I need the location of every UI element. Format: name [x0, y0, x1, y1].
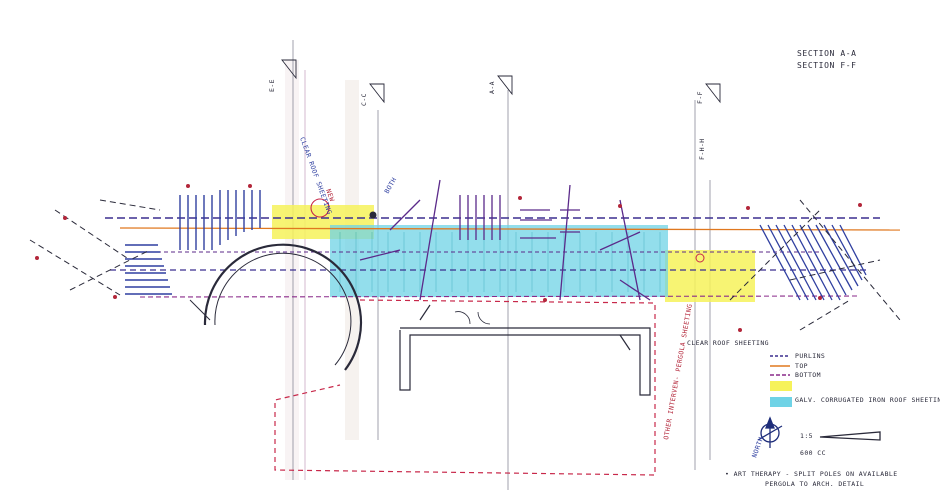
- legend-label-cyan: GALV. CORRUGATED IRON ROOF SHEETING: [795, 396, 940, 404]
- purlins-right: [759, 224, 867, 301]
- legend-label-purlin: PURLINS: [795, 352, 825, 360]
- circular-feature: [189, 243, 363, 371]
- section-mark-e: E-E: [268, 79, 276, 92]
- section-mark-labels: E-E C-C A-A F-F: [268, 79, 704, 106]
- section-titles: SECTION A-A SECTION F-F: [797, 49, 857, 70]
- radiating-dashes: [29, 199, 901, 331]
- north-arrow: NORTH: [750, 416, 783, 459]
- purlins-center: [359, 179, 651, 301]
- section-markers: [281, 59, 721, 104]
- footnote: • ART THERAPY - SPLIT POLES ON AVAILABLE…: [725, 470, 898, 488]
- column-posts: [35, 184, 862, 332]
- note-new: NEW: [324, 188, 336, 203]
- section-mark-c: C-C: [360, 93, 368, 106]
- legend: PURLINS TOP BOTTOM GALV. CORRUGATED IRON…: [770, 352, 940, 407]
- scale-ratio: 1:5: [800, 432, 813, 440]
- title-section-f: SECTION F-F: [797, 61, 857, 70]
- footnote-line-2: PERGOLA TO ARCH. DETAIL: [765, 480, 864, 488]
- note-right-vertical: F-H-H: [698, 138, 706, 160]
- scale: 1:5 600 CC: [800, 431, 881, 457]
- section-lines: [292, 40, 711, 490]
- legend-label-bottom: BOTTOM: [795, 371, 821, 379]
- note-vertical: OTHER INTERVEN- PERGOLA SHEETING: [662, 303, 694, 440]
- north-label: NORTH: [750, 436, 765, 459]
- footnote-line-1: • ART THERAPY - SPLIT POLES ON AVAILABLE: [725, 470, 898, 478]
- corrugated-iron-zone: [330, 225, 668, 297]
- building-walls: [399, 304, 651, 396]
- legend-label-top: TOP: [795, 362, 808, 370]
- note-clear-roof-top: CLEAR ROOF SHEETING: [298, 136, 334, 216]
- note-clear-roof-right: CLEAR ROOF SHEETING: [687, 339, 769, 347]
- legend-swatch-yellow: [770, 381, 792, 391]
- note-both: BOTH: [383, 176, 399, 195]
- title-section-a: SECTION A-A: [797, 49, 857, 58]
- purlins-left: [125, 190, 261, 295]
- section-mark-f: F-F: [696, 91, 704, 104]
- legend-swatch-cyan: [770, 397, 792, 407]
- scale-spacing: 600 CC: [800, 449, 826, 457]
- section-mark-a: A-A: [488, 81, 496, 94]
- building-outline: [274, 299, 656, 476]
